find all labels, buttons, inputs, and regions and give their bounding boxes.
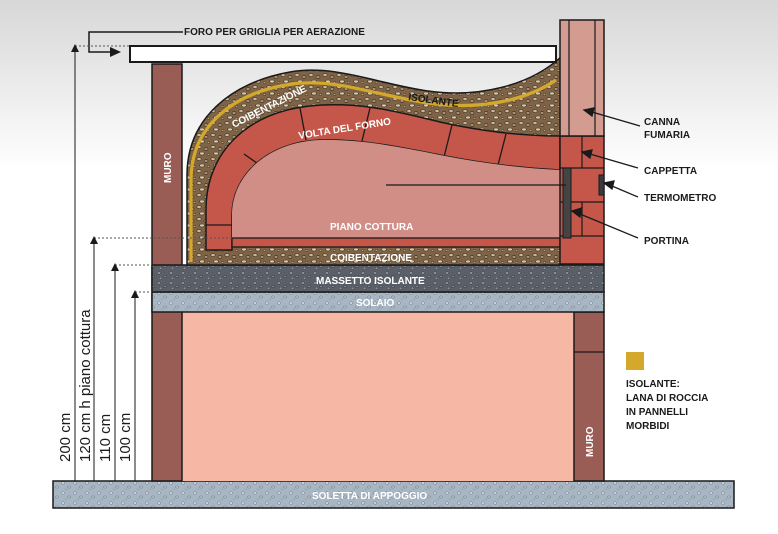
cooking-floor-label: PIANO COTTURA (330, 222, 413, 233)
legend-line2: LANA DI ROCCIA (626, 393, 708, 404)
lower-cavity (182, 312, 574, 481)
dimension-guides (75, 45, 232, 293)
flue-label-line2: FUMARIA (644, 130, 690, 141)
flue (559, 19, 605, 137)
insulating-screed (151, 264, 605, 293)
dim-110-label: 110 cm (97, 414, 114, 462)
door-label: PORTINA (644, 236, 689, 247)
vent-label: FORO PER GRIGLIA PER AERAZIONE (184, 27, 365, 38)
slab-label: SOLAIO (356, 298, 395, 309)
dim-120-label: 120 cm h piano cottura (77, 309, 94, 462)
screed-label: MASSETTO ISOLANTE (316, 276, 425, 287)
legend-line1: ISOLANTE: (626, 379, 680, 390)
callout-lines (570, 107, 641, 239)
cooking-chamber (232, 139, 560, 238)
legend-line4: MORBIDI (626, 421, 670, 432)
insulation-floor-label: COIBENTAZIONE (330, 253, 412, 264)
support-slab (52, 480, 735, 509)
dimension-lines (74, 46, 136, 481)
legend-swatch (626, 352, 644, 370)
thermometer-label: TERMOMETRO (644, 193, 716, 204)
thermometer (598, 174, 605, 196)
legend-line3: IN PANNELLI (626, 407, 688, 418)
support-slab-label: SOLETTA DI APPOGGIO (312, 491, 427, 502)
door (562, 167, 572, 239)
wall-left-label: MURO (163, 152, 174, 183)
cooking-floor (231, 237, 561, 248)
dim-100-label: 100 cm (117, 413, 134, 462)
flue-label-line1: CANNA (644, 117, 680, 128)
insulant-layer (189, 78, 557, 262)
dimension-arrowheads (71, 44, 139, 298)
top-beam (129, 45, 557, 63)
dim-200-label: 200 cm (57, 413, 74, 462)
wall-right-label: MURO (585, 426, 596, 457)
hood-label: CAPPETTA (644, 166, 697, 177)
